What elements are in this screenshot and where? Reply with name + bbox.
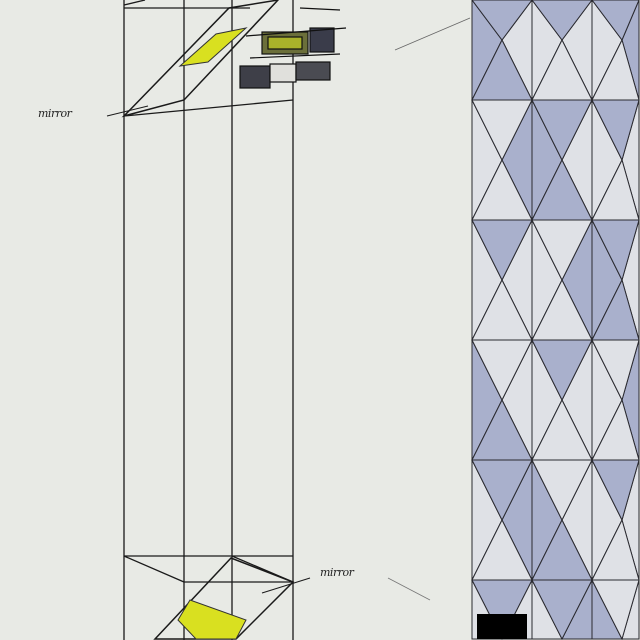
triangulated-facade — [471, 0, 640, 640]
bottom-mirror — [153, 557, 311, 640]
top-mirror-leader — [106, 105, 149, 117]
facade-triangle — [471, 0, 533, 41]
construction-line — [387, 577, 431, 601]
top-mirror-plane — [121, 0, 280, 118]
facade-triangle — [471, 459, 533, 522]
facade-triangle — [531, 0, 593, 41]
entrance-door — [477, 614, 527, 639]
top-mirror-yellow-panel — [178, 27, 248, 67]
mirror-label-top: mirror — [38, 107, 72, 120]
facade-triangle — [531, 219, 593, 282]
facade-triangle — [471, 219, 533, 282]
facade-triangle — [591, 99, 640, 162]
facade-triangle — [531, 99, 593, 162]
facade-triangle — [471, 339, 533, 402]
light-shaft-wireframe — [123, 0, 294, 640]
facade-triangle — [471, 99, 533, 162]
facade-triangle — [531, 339, 593, 402]
facade-triangle — [471, 579, 533, 640]
facade-triangle — [591, 459, 640, 522]
top-mirror — [106, 0, 280, 118]
facade-triangle — [591, 0, 640, 41]
facade-triangle — [531, 459, 593, 522]
construction-line — [394, 17, 471, 51]
facade-triangle — [591, 579, 640, 640]
facade-triangle — [591, 219, 640, 282]
facade-triangle — [531, 579, 593, 640]
building-sketch — [239, 7, 347, 89]
facade-triangle — [591, 339, 640, 402]
bottom-mirror-yellow-panel — [177, 599, 247, 640]
mirror-label-bottom: mirror — [320, 566, 354, 579]
bottom-mirror-leader — [261, 577, 311, 594]
